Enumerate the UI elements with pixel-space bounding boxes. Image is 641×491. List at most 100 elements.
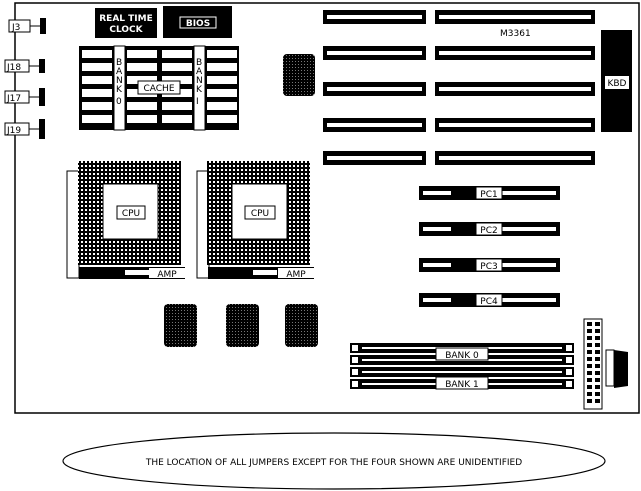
cpu-2-socket-label: AMP [286, 270, 306, 280]
cpu-1-label: CPU [122, 209, 140, 219]
cache-chip [162, 63, 192, 71]
jumper-j19: J19 [4, 119, 45, 139]
power-pin [595, 350, 600, 354]
pci-slot-4: PC4 [419, 293, 560, 307]
power-pin [587, 399, 592, 403]
cache-chip [207, 63, 237, 71]
power-pin [595, 329, 600, 333]
cache-chip [207, 76, 237, 84]
power-pin [587, 329, 592, 333]
cache-chip [162, 76, 192, 84]
isa-slot [323, 10, 595, 24]
cache-chip [127, 102, 157, 110]
power-connector [583, 318, 603, 410]
real-time-clock-chip: REAL TIME CLOCK [95, 8, 157, 38]
cache-chip [162, 102, 192, 110]
power-pin [595, 322, 600, 326]
isa-slot [323, 118, 595, 132]
chipset-chip-2 [226, 304, 259, 347]
cache-chip [162, 115, 192, 123]
power-pin [595, 364, 600, 368]
power-pin [595, 357, 600, 361]
keyboard-connector: KBD [601, 30, 632, 132]
cache-chip [82, 76, 112, 84]
cache-chip [207, 115, 237, 123]
memory-bank-0-label: BANK 0 [445, 351, 479, 361]
isa-slot [323, 46, 595, 60]
power-pin [595, 392, 600, 396]
power-pin [587, 336, 592, 340]
pci-slot-label: PC1 [480, 190, 497, 200]
cache-chip [127, 63, 157, 71]
jumper-j3-label: J3 [11, 23, 20, 33]
cache-chip [207, 89, 237, 97]
power-pin [595, 336, 600, 340]
cache-chip [207, 50, 237, 58]
rtc-label-line2: CLOCK [109, 25, 143, 35]
pci-slot-2: PC2 [419, 222, 560, 236]
model-label: M3361 [500, 29, 531, 39]
cache-chip [82, 89, 112, 97]
power-pin [587, 343, 592, 347]
bios-label: BIOS [186, 19, 210, 29]
cache-chip [162, 50, 192, 58]
power-pin [587, 378, 592, 382]
jumper-j19-label: J19 [6, 126, 21, 136]
bios-chip: BIOS [163, 6, 232, 38]
pci-slot-3: PC3 [419, 258, 560, 272]
pci-slot-1: PC1 [419, 186, 560, 200]
memory-bank-1-label: BANK 1 [445, 380, 479, 390]
cache-chip [207, 102, 237, 110]
rtc-label-line1: REAL TIME [99, 14, 153, 24]
cache-chip [82, 102, 112, 110]
pci-slot-label: PC3 [480, 262, 497, 272]
pci-slot-label: PC2 [480, 226, 497, 236]
power-pin [595, 343, 600, 347]
isa-slot [323, 82, 595, 96]
power-pin [587, 371, 592, 375]
power-pin [595, 385, 600, 389]
jumper-j3: J3 [8, 18, 46, 34]
power-pin [587, 364, 592, 368]
cpu-1-socket-label: AMP [157, 270, 177, 280]
power-pin [587, 392, 592, 396]
memory-bank-1-tag: BANK 1 [435, 376, 489, 390]
power-pin [587, 357, 592, 361]
power-pin [587, 322, 592, 326]
board-outline [14, 2, 640, 414]
chipset-chip-1 [164, 304, 197, 347]
jumper-j17: J17 [4, 88, 45, 106]
power-pin [587, 350, 592, 354]
chipset-chip-top [283, 54, 315, 96]
cache-chip [127, 76, 157, 84]
isa-slots [323, 10, 595, 165]
power-pin [595, 378, 600, 382]
cache-chip [127, 50, 157, 58]
cpu-2-label: CPU [251, 209, 269, 219]
pci-slot-label: PC4 [480, 297, 498, 307]
note-text: THE LOCATION OF ALL JUMPERS EXCEPT FOR T… [145, 458, 522, 468]
cache-chip [82, 115, 112, 123]
power-pin [587, 385, 592, 389]
cache-chip [127, 115, 157, 123]
cache-chip [82, 50, 112, 58]
cache-label: CACHE [143, 84, 174, 94]
memory-bank-0-tag: BANK 0 [435, 347, 489, 361]
cpu-socket-1: CPU AMP [66, 161, 185, 280]
cpu-socket-2: CPU AMP [196, 161, 314, 280]
note-ellipse: THE LOCATION OF ALL JUMPERS EXCEPT FOR T… [62, 432, 606, 490]
jumper-j17-label: J17 [6, 94, 21, 104]
kbd-label: KBD [607, 79, 626, 89]
power-pin [595, 371, 600, 375]
jumper-j18-label: J18 [6, 63, 21, 73]
jumper-j18: J18 [4, 59, 45, 73]
power-plug [605, 349, 628, 388]
isa-slot [323, 151, 595, 165]
power-pin [595, 399, 600, 403]
chipset-chip-3 [285, 304, 318, 347]
